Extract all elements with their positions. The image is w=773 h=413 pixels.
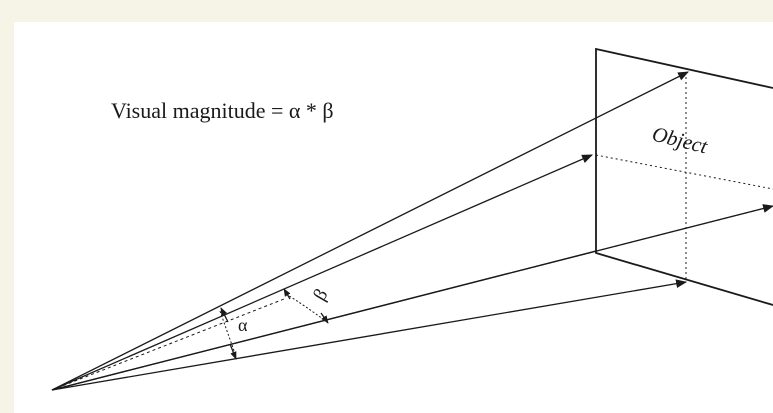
visual-magnitude-formula: Visual magnitude = α * β [111, 98, 334, 123]
beta-arrow-down [320, 312, 329, 324]
beta-label: β [309, 286, 332, 305]
ray-mid-vertical [51, 154, 594, 391]
beta-arrow-up [283, 288, 291, 300]
object-label: Object [650, 122, 711, 159]
alpha-arrow-down [229, 343, 237, 360]
line-of-sight-inner [51, 298, 285, 391]
alpha-label: α [238, 315, 248, 335]
visual-angle-diagram: Object α β [51, 47, 773, 391]
ray-bottom [51, 279, 688, 391]
plane-horizontal-dotted [595, 154, 773, 190]
ray-top [51, 71, 689, 391]
alpha-arc [219, 310, 237, 357]
diagram-canvas: Visual magnitude = α * β [14, 22, 773, 413]
alpha-arrow-up [220, 307, 229, 323]
object-plane [595, 47, 773, 306]
